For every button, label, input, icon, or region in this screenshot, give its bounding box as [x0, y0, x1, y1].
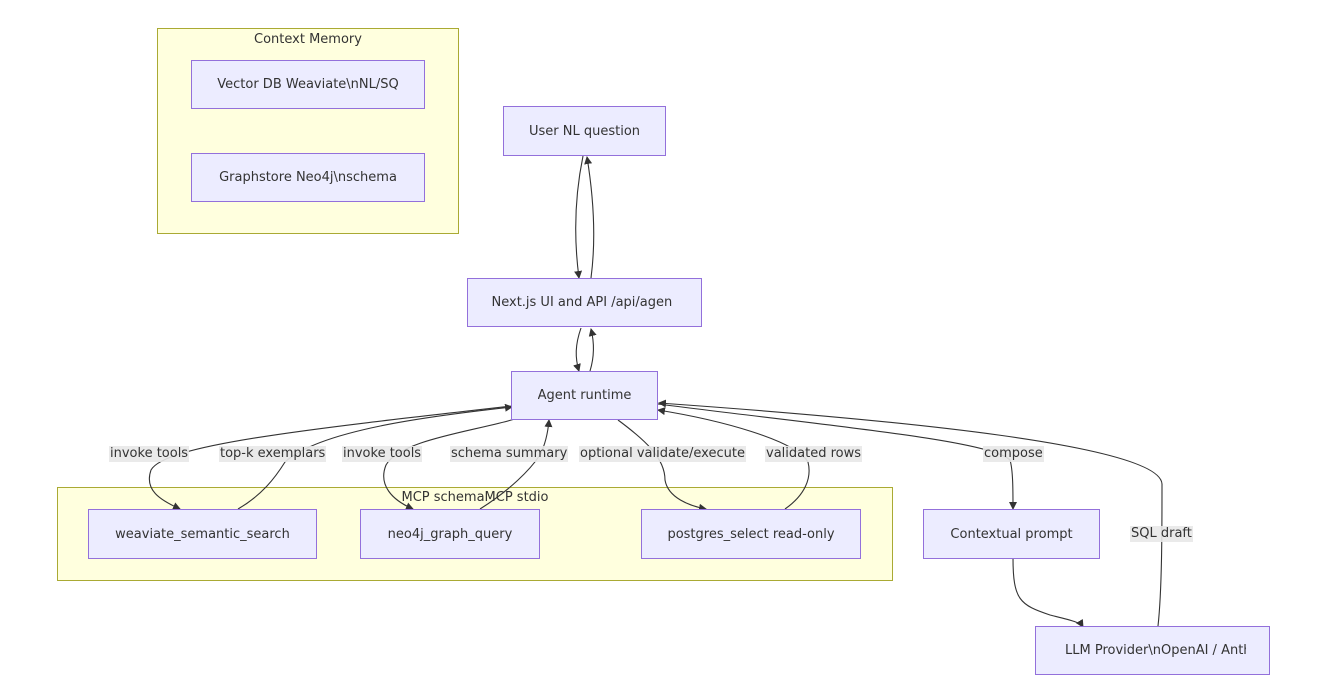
edge-label-schema-summary: schema summary [450, 446, 569, 462]
edge-llm-to-agent [658, 399, 1163, 627]
contextual-prompt-node: Contextual prompt [923, 509, 1100, 559]
edge-prompt-to-llm [1012, 557, 1084, 628]
edge-label-invoke-tools-1: invoke tools [109, 446, 190, 462]
mcp-cluster-title: MCP schemaMCP stdio [401, 490, 549, 505]
user-question-label: User NL question [528, 123, 641, 139]
weaviate-search-label: weaviate_semantic_search [115, 526, 290, 542]
contextual-prompt-label: Contextual prompt [950, 526, 1073, 542]
edge-label-sql-draft: SQL draft [1130, 526, 1193, 542]
edge-agent-to-prompt [657, 403, 1017, 510]
edge-nextjs-to-user [584, 156, 595, 279]
postgres-select-node: postgres_select read-only [641, 509, 861, 559]
edge-agent-to-nextjs [588, 328, 597, 372]
vector-db-node: Vector DB Weaviate\nNL/SQ [191, 60, 425, 109]
nextjs-node: Next.js UI and API /api/agent [467, 278, 702, 327]
nextjs-label: Next.js UI and API /api/agent [491, 295, 672, 310]
graphstore-label: Graphstore Neo4j\nschema [219, 170, 397, 185]
agent-runtime-label: Agent runtime [537, 388, 632, 403]
weaviate-search-node: weaviate_semantic_search [88, 509, 317, 559]
agent-runtime-node: Agent runtime [511, 371, 658, 420]
neo4j-query-label: neo4j_graph_query [387, 526, 513, 542]
edge-agent-to-neo4j [383, 418, 516, 510]
edge-agent-to-postgres [617, 419, 707, 512]
user-question-node: User NL question [503, 106, 666, 156]
edge-label-compose: compose [983, 446, 1044, 462]
context-memory-title: Context Memory [254, 32, 362, 47]
edge-user-to-nextjs [574, 155, 584, 279]
llm-provider-label: LLM Provider\nOpenAI / Anthropic [1065, 643, 1246, 658]
vector-db-label: Vector DB Weaviate\nNL/SQ [217, 77, 399, 92]
edge-nextjs-to-agent [573, 327, 582, 372]
edge-label-invoke-tools-2: invoke tools [342, 446, 423, 462]
postgres-select-label: postgres_select read-only [667, 526, 835, 542]
edge-label-topk-exemplars: top-k exemplars [219, 446, 327, 462]
llm-provider-node: LLM Provider\nOpenAI / Anthropic [1035, 626, 1270, 675]
graphstore-node: Graphstore Neo4j\nschema [191, 153, 425, 202]
edge-label-validated-rows: validated rows [765, 446, 862, 462]
edge-label-optional-validate: optional validate/execute [579, 446, 746, 462]
edge-neo4j-to-agent [479, 419, 553, 510]
neo4j-query-node: neo4j_graph_query [360, 509, 540, 559]
